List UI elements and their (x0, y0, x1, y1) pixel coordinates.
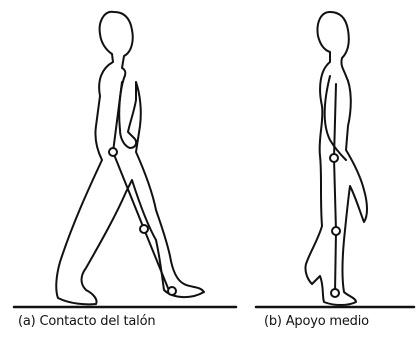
knee-joint-a (140, 225, 148, 233)
knee-joint-b (332, 227, 340, 235)
panel-b-mid-stance (256, 12, 414, 307)
hip-joint-a (109, 148, 117, 156)
ankle-joint-a (168, 287, 176, 295)
walking-figure-heel-contact (56, 12, 204, 305)
leg-axis-line-b (334, 84, 336, 293)
hip-joint-b (330, 154, 338, 162)
panel-a-heel-contact (14, 12, 236, 307)
caption-heel-contact: (a) Contacto del talón (18, 314, 155, 329)
ankle-joint-b (331, 289, 339, 297)
caption-mid-stance: (b) Apoyo medio (264, 314, 369, 329)
